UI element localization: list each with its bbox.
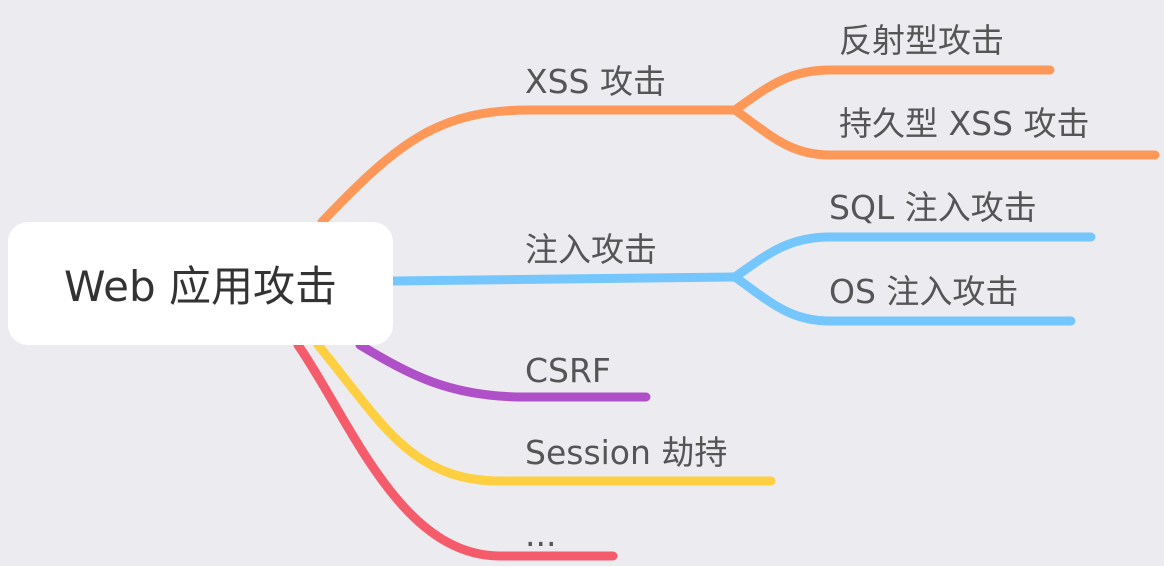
link-injection-sql <box>730 232 1096 282</box>
link-injection <box>388 272 740 286</box>
topic-sql-injection[interactable]: SQL 注入攻击 <box>829 188 1037 227</box>
root-topic-label: Web 应用攻击 <box>64 262 337 311</box>
topic-injection-attack[interactable]: 注入攻击 <box>525 230 657 269</box>
link-xss <box>317 105 740 227</box>
link-injection-os <box>730 272 1076 326</box>
link-csrf <box>355 340 651 402</box>
topic-xss-attack[interactable]: XSS 攻击 <box>525 62 666 101</box>
topic-os-injection[interactable]: OS 注入攻击 <box>829 272 1019 311</box>
link-xss-persistent <box>730 105 1160 160</box>
topic-session-hijacking[interactable]: Session 劫持 <box>525 433 728 472</box>
link-xss-reflected <box>730 65 1055 115</box>
topic-csrf[interactable]: CSRF <box>525 351 611 390</box>
root-topic[interactable]: Web 应用攻击 <box>8 222 393 345</box>
link-session <box>313 340 776 486</box>
topic-more[interactable]: ... <box>525 515 557 554</box>
link-more <box>293 340 618 561</box>
topic-persistent-xss-attack[interactable]: 持久型 XSS 攻击 <box>839 104 1090 143</box>
topic-reflected-attack[interactable]: 反射型攻击 <box>839 21 1004 60</box>
